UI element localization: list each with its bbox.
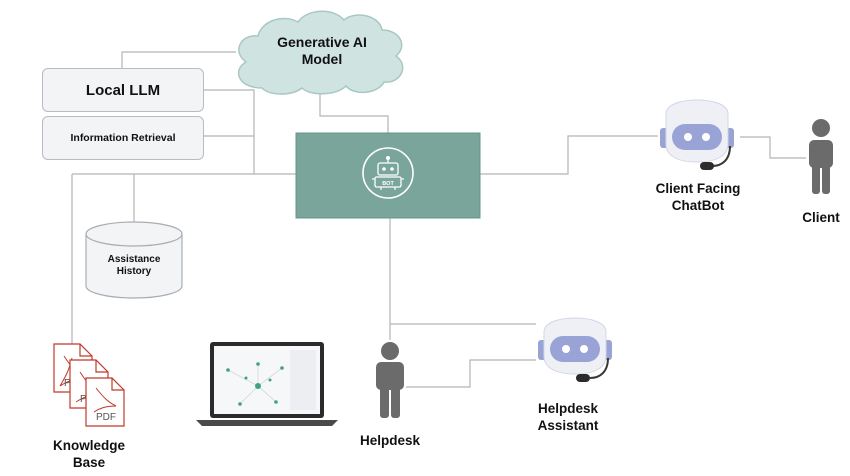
generative-ai-line1: Generative AI [277,34,367,50]
assistance-history-line1: Assistance [107,254,161,265]
generative-ai-label: Generative AI Model [244,34,400,68]
svg-text:PDF: PDF [96,412,116,423]
client-label: Client [792,210,850,225]
local-llm-label: Local LLM [85,81,161,99]
local-llm-box: Local LLM [42,68,204,112]
assistance-history-database [85,221,183,299]
knowledge-base-line1: Knowledge [52,438,125,453]
client-chatbot-label: Client Facing ChatBot [638,180,758,214]
helpdesk-assistant-label: Helpdesk Assistant [516,400,620,434]
helpdesk-assistant-bot-icon [538,317,612,382]
generative-ai-cloud [237,10,404,95]
client-chatbot-icon [660,99,734,170]
client-chatbot-line2: ChatBot [671,198,725,213]
robot-icon: BOT [362,147,414,199]
helpdesk-label-text: Helpdesk [359,433,421,448]
client-label-text: Client [802,210,840,225]
information-retrieval-box: Information Retrieval [42,116,204,160]
connector-lines [71,51,806,388]
helpdesk-person-icon [376,342,404,418]
line-hub-to-client-bot [480,135,658,175]
information-retrieval-label: Information Retrieval [70,132,176,144]
client-person-icon [809,119,833,194]
line-llm-to-bus [204,89,255,174]
line-cloud-to-hub [319,92,389,133]
helpdesk-assistant-line2: Assistant [537,418,599,433]
helpdesk-assistant-line1: Helpdesk [537,401,599,416]
robot-icon-text: BOT [382,181,394,187]
assistance-history-label: Assistance History [96,254,172,278]
generative-ai-line2: Model [301,51,343,67]
line-client-bot-to-client [740,136,806,159]
knowledge-base-line2: Base [72,455,106,470]
assistance-history-line2: History [116,266,152,277]
pdf-documents: PDF PDF PDF [53,343,125,427]
line-cloud-to-sidebar [121,51,236,68]
client-chatbot-line1: Client Facing [655,181,741,196]
laptop-image [196,342,338,426]
knowledge-base-label: Knowledge Base [30,437,148,471]
line-helpdesk-to-assistant [406,359,536,388]
pdf-icon: PDF [85,377,125,427]
helpdesk-label: Helpdesk [350,433,430,448]
